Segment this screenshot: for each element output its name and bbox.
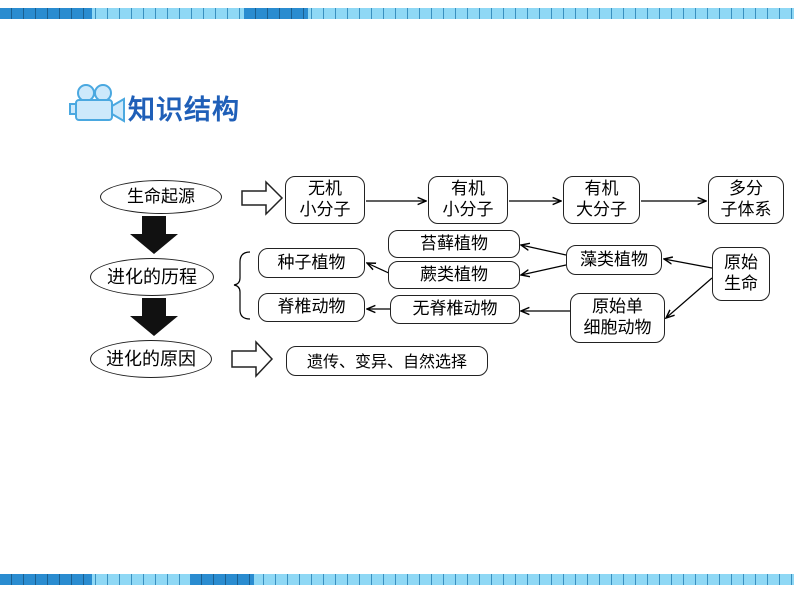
node-evolution-cause: 进化的原因	[90, 340, 212, 378]
bottom-decor-bar	[0, 574, 794, 585]
hollow-arrow-cause	[231, 340, 274, 378]
node-algae: 藻类植物	[566, 245, 662, 275]
node-primitive-life: 原始 生命	[712, 247, 770, 301]
node-inorganic-small: 无机 小分子	[285, 176, 365, 224]
hollow-arrow-origin	[241, 180, 284, 216]
node-organic-small: 有机 小分子	[428, 176, 508, 224]
node-origin-of-life: 生命起源	[100, 180, 222, 214]
node-fern: 蕨类植物	[388, 261, 520, 289]
node-organic-large: 有机 大分子	[563, 176, 640, 224]
label: 原始 生命	[724, 253, 758, 294]
node-seed-plants: 种子植物	[258, 248, 365, 278]
label: 有机 大分子	[576, 179, 627, 220]
label: 无机 小分子	[299, 179, 351, 220]
label: 多分 子体系	[720, 179, 772, 220]
node-cause-detail: 遗传、变异、自然选择	[286, 346, 488, 376]
node-multimolecular: 多分 子体系	[708, 176, 784, 224]
down-arrow-1	[130, 216, 178, 254]
section-title: 知识结构	[128, 95, 240, 126]
node-invertebrates: 无脊椎动物	[390, 295, 520, 324]
label: 有机 小分子	[442, 179, 494, 220]
down-arrow-2	[130, 298, 178, 336]
brace	[233, 251, 251, 320]
top-decor-bar	[0, 8, 794, 19]
label: 原始单 细胞动物	[583, 297, 652, 338]
node-vertebrates: 脊椎动物	[258, 293, 365, 322]
node-moss: 苔藓植物	[388, 230, 520, 258]
node-evolution-process: 进化的历程	[90, 258, 214, 296]
node-protozoa: 原始单 细胞动物	[570, 293, 665, 343]
